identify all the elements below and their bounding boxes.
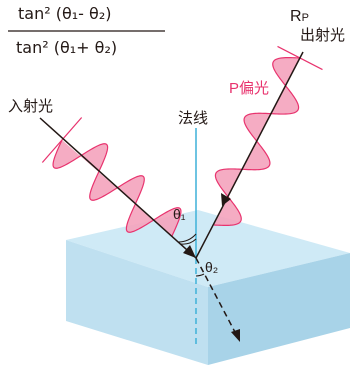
block-side-face <box>208 253 350 365</box>
glass-block <box>66 210 350 365</box>
formula-numerator: tan² (θ₁- θ₂) <box>18 4 111 23</box>
formula-denominator: tan² (θ₁+ θ₂) <box>16 38 117 57</box>
reflected-ray <box>195 51 304 259</box>
refracted-ray <box>195 257 237 335</box>
theta2-label: θ₂ <box>205 259 218 275</box>
refracted-arrowhead <box>231 329 240 342</box>
incident-wave <box>41 117 182 237</box>
incident-arrowhead <box>183 245 196 258</box>
block-front-face <box>66 240 208 365</box>
rp-symbol: RP <box>290 8 309 25</box>
theta2-arc <box>195 273 205 277</box>
rp-symbol-letter: R <box>290 8 302 25</box>
incident-ray <box>39 117 197 259</box>
theta1-arc-outer <box>177 233 197 243</box>
reflected-wave <box>213 45 323 227</box>
theta1-label: θ₁ <box>173 206 186 222</box>
p-polarized-label: P偏光 <box>229 80 269 97</box>
normal-label: 法线 <box>178 110 208 127</box>
rp-subscript: P <box>302 12 309 24</box>
theta1-arc-inner <box>180 238 197 245</box>
exit-light-label: 出射光 <box>300 27 345 44</box>
incident-light-label: 入射光 <box>8 98 53 115</box>
reflected-arrowhead <box>221 193 231 206</box>
incident-wave-polarization-tick <box>41 117 83 163</box>
